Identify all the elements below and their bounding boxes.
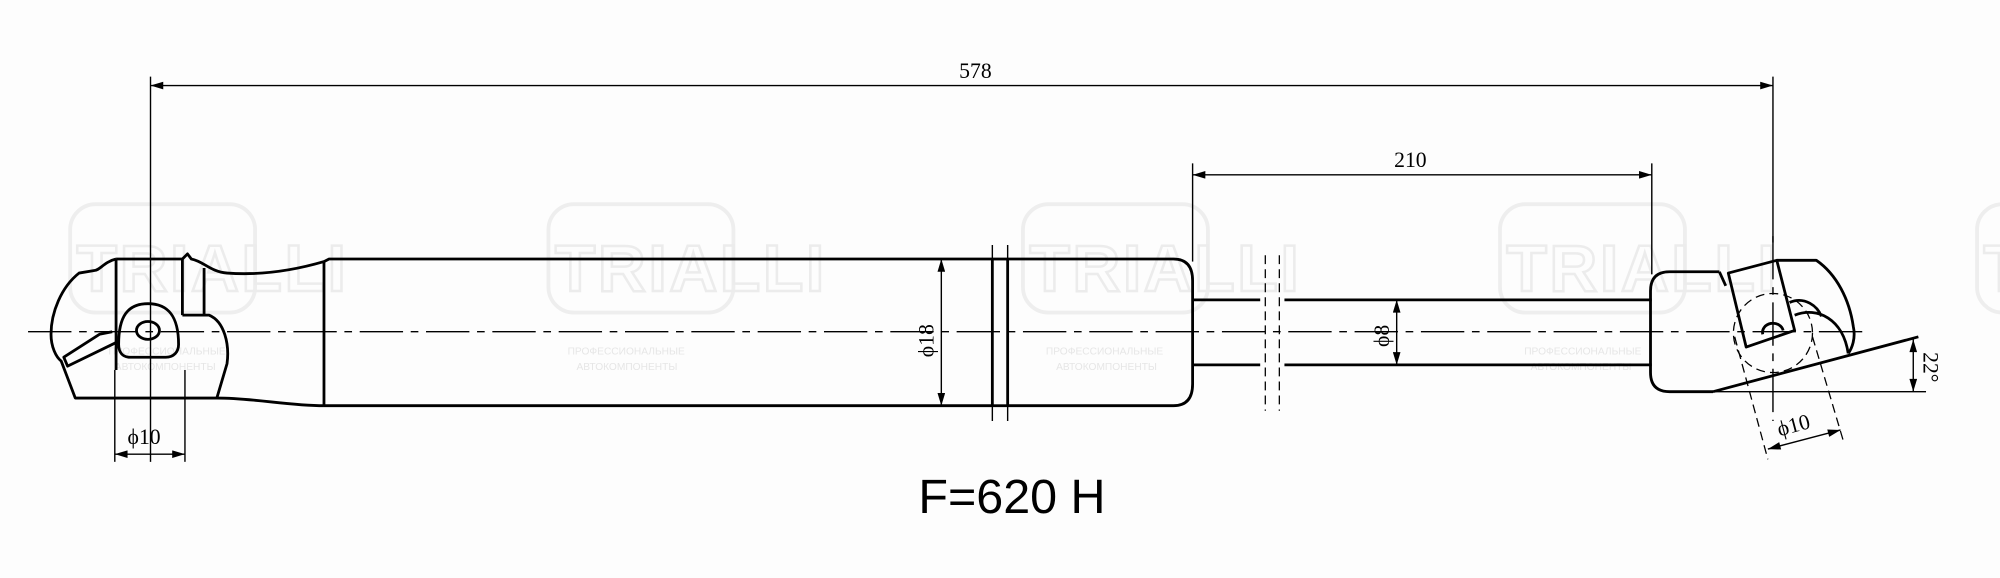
dimension-stroke: 210 <box>1191 148 1653 275</box>
svg-text:ПРОФЕССИОНАЛЬНЫЕ: ПРОФЕССИОНАЛЬНЫЕ <box>568 347 685 358</box>
overall-length-label: 578 <box>959 59 992 83</box>
svg-text:TRIALLI: TRIALLI <box>1506 232 1778 306</box>
svg-text:TRIALLI: TRIALLI <box>1029 232 1301 306</box>
angle-label: 22° <box>1918 352 1942 382</box>
dimension-overall-length: 578 <box>149 59 1774 462</box>
watermark-logo: TRIALLI ПРОФЕССИОНАЛЬНЫЕ АВТОКОМПОНЕНТЫ <box>546 202 827 373</box>
svg-text:ПРОФЕССИОНАЛЬНЫЕ: ПРОФЕССИОНАЛЬНЫЕ <box>1046 347 1163 358</box>
svg-text:TRIALLI: TRIALLI <box>555 232 827 306</box>
rod-diameter-label: ϕ8 <box>1370 325 1394 347</box>
cylinder-tube <box>323 244 1195 422</box>
svg-text:TRIALLI: TRIALLI <box>1983 232 2000 306</box>
right-pivot-hole <box>1761 321 1785 335</box>
svg-text:АВТОКОМПОНЕНТЫ: АВТОКОМПОНЕНТЫ <box>577 362 678 373</box>
watermark-group: TRIALLI ПРОФЕССИОНАЛЬНЫЕ АВТОКОМПОНЕНТЫ TR… <box>68 202 2000 373</box>
svg-text:ПРОФЕССИОНАЛЬНЫЕ: ПРОФЕССИОНАЛЬНЫЕ <box>1524 347 1641 358</box>
right-eye-diameter-label: ϕ10 <box>1774 409 1812 441</box>
svg-text:ПРОФЕССИОНАЛЬНЫЕ: ПРОФЕССИОНАЛЬНЫЕ <box>108 347 225 358</box>
watermark-logo: TRIALLI <box>1975 202 2000 315</box>
stroke-length-label: 210 <box>1394 148 1427 172</box>
watermark-logo: TRIALLI ПРОФЕССИОНАЛЬНЫЕ АВТОКОМПОНЕНТЫ <box>1498 202 1778 373</box>
left-eye-fitting <box>49 252 326 408</box>
force-label: F=620 H <box>918 470 1105 524</box>
piston-rod <box>1192 255 1652 411</box>
svg-text:АВТОКОМПОНЕНТЫ: АВТОКОМПОНЕНТЫ <box>1531 362 1632 373</box>
watermark-logo: TRIALLI ПРОФЕССИОНАЛЬНЫЕ АВТОКОМПОНЕНТЫ <box>1021 202 1301 373</box>
svg-text:АВТОКОМПОНЕНТЫ: АВТОКОМПОНЕНТЫ <box>1056 362 1157 373</box>
left-pivot-hole <box>135 320 161 341</box>
dimension-tube-diameter: ϕ18 <box>915 259 946 406</box>
dimension-right-eye-diameter: ϕ10 <box>1734 336 1844 460</box>
dimension-rod-diameter: ϕ8 <box>1370 299 1401 365</box>
left-eye-diameter-label: ϕ10 <box>128 425 161 449</box>
dimension-angle: 22° <box>1713 339 1942 393</box>
dimension-left-eye-diameter: ϕ10 <box>114 369 186 462</box>
tube-diameter-label: ϕ18 <box>915 324 939 357</box>
svg-text:АВТОКОМПОНЕНТЫ: АВТОКОМПОНЕНТЫ <box>115 362 216 373</box>
